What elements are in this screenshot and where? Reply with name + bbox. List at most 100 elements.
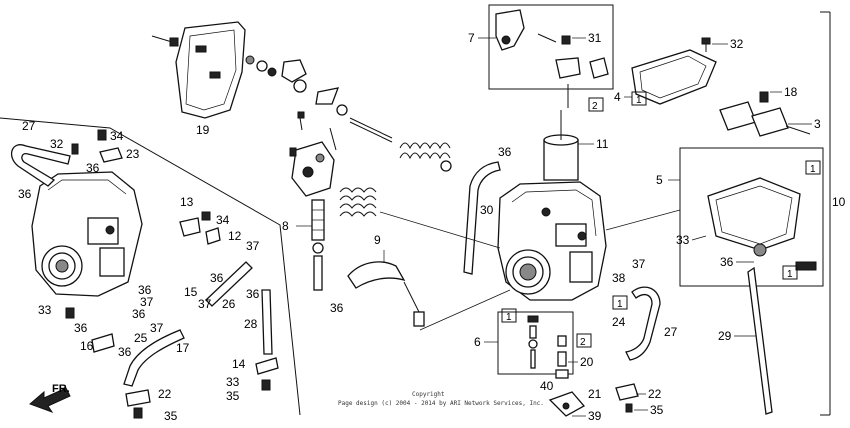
left-carburetor-body [31, 171, 143, 297]
callout-3: 3 [814, 117, 821, 131]
callout-32-left: 32 [50, 137, 64, 151]
assembly-outlines [0, 4, 831, 416]
callout-36-left: 36 [18, 187, 32, 201]
throttle-shaft-parts [245, 55, 393, 143]
top-cover-part [175, 21, 246, 119]
jet-needle-assembly [527, 315, 539, 369]
callout-36-bottom-left: 36 [74, 321, 88, 335]
callout-28: 28 [244, 317, 258, 331]
boxed-label-1-right: 1 [617, 299, 623, 310]
callout-33-right: 33 [676, 233, 690, 247]
callout-37-right: 37 [632, 257, 646, 271]
choke-cable-part [347, 261, 425, 327]
callout-6: 6 [474, 335, 481, 349]
diaphragm-cover-part [631, 37, 717, 105]
callout-5: 5 [656, 173, 663, 187]
callout-35-bottom: 35 [226, 389, 240, 403]
callout-34-top: 34 [110, 129, 124, 143]
direction-label: FR. [52, 383, 70, 395]
callout-8: 8 [282, 219, 289, 233]
copyright-line2: Page design (c) 2004 - 2014 by ARI Netwo… [338, 400, 544, 407]
copyright-notice: Copyright Page design (c) 2004 - 2014 by… [338, 391, 544, 407]
boxed-label-1-bowl-lower: 1 [787, 269, 793, 280]
vent-tube-left [10, 144, 71, 187]
callout-37-lower: 37 [140, 295, 154, 309]
callout-35-right: 35 [650, 403, 664, 417]
callout-20: 20 [580, 355, 594, 369]
callout-36-right-side: 36 [246, 287, 260, 301]
callout-11: 11 [596, 137, 609, 151]
callout-12: 12 [228, 229, 242, 243]
copyright-line1: Copyright [412, 391, 445, 398]
callout-21: 21 [588, 387, 602, 401]
boxed-ref-labels: 2 1 1 1 1 1 2 [501, 91, 821, 348]
callout-33-left: 33 [38, 303, 52, 317]
float-part [719, 91, 811, 137]
callout-33-bottom: 33 [226, 375, 240, 389]
callout-4: 4 [614, 90, 621, 104]
vent-tube-upper [463, 161, 501, 275]
spring-upper [399, 142, 452, 172]
callout-36-mid: 36 [498, 145, 512, 159]
callout-36-bottom: 36 [118, 345, 132, 359]
hose-17 [123, 329, 185, 387]
drain-plug-part [548, 391, 586, 417]
callout-36-lower: 36 [138, 283, 152, 297]
left-small-fittings [65, 129, 279, 419]
boxed-label-1-bowl: 1 [810, 164, 816, 175]
boxed-label-2-jet: 2 [580, 337, 586, 348]
clamp-right [615, 383, 639, 413]
callout-labels: 19 7 31 32 4 18 3 11 36 5 10 30 33 36 37… [18, 31, 846, 423]
callout-37-mid: 37 [246, 239, 260, 253]
callout-36-center: 36 [330, 301, 344, 315]
callout-36-mid-left: 36 [210, 271, 224, 285]
callout-31: 31 [588, 31, 602, 45]
boxed-label-1-top: 1 [636, 95, 642, 106]
callout-36-left-top: 36 [86, 161, 100, 175]
callout-32-top: 32 [730, 37, 744, 51]
callout-34-mid: 34 [216, 213, 230, 227]
throttle-linkage-part [289, 111, 337, 197]
float-bowl-part [707, 177, 817, 271]
callout-7: 7 [468, 31, 475, 45]
throttle-stop-bracket [495, 9, 609, 108]
callout-26: 26 [222, 297, 236, 311]
callout-24: 24 [612, 315, 626, 329]
callout-39: 39 [588, 409, 602, 423]
boxed-label-2-top: 2 [592, 101, 598, 112]
callout-27-left: 27 [22, 119, 36, 133]
hose-26 [205, 261, 253, 307]
callout-17: 17 [176, 341, 190, 355]
screw-small [151, 35, 179, 47]
callout-36-lower-mid: 36 [132, 307, 146, 321]
callout-27-right: 27 [664, 325, 678, 339]
vent-tube-right [625, 286, 661, 361]
main-jet-parts [555, 335, 569, 379]
hose-28 [261, 289, 273, 355]
callout-36-right: 36 [720, 255, 734, 269]
callout-29: 29 [718, 329, 732, 343]
arrow-left-icon [29, 387, 71, 413]
callout-10: 10 [832, 195, 846, 209]
callout-18: 18 [784, 85, 798, 99]
callout-9: 9 [374, 233, 381, 247]
main-carburetor-body [497, 181, 607, 301]
callout-22-left: 22 [158, 387, 172, 401]
front-direction-indicator: FR. [29, 383, 71, 413]
connector-lines [379, 209, 681, 331]
callout-22-right: 22 [648, 387, 662, 401]
callout-23: 23 [126, 147, 140, 161]
callout-38: 38 [612, 271, 626, 285]
callout-13: 13 [180, 195, 194, 209]
callout-19: 19 [196, 123, 210, 137]
callout-37-left-lower: 37 [198, 297, 212, 311]
callout-37-bottom: 37 [150, 321, 164, 335]
spring-lower [339, 187, 377, 217]
boxed-label-1-jet: 1 [506, 312, 512, 323]
vacuum-slide-part [543, 110, 579, 181]
callout-15: 15 [184, 285, 198, 299]
callout-25: 25 [134, 331, 148, 345]
callout-35-left: 35 [164, 409, 178, 423]
callout-40: 40 [540, 379, 554, 393]
